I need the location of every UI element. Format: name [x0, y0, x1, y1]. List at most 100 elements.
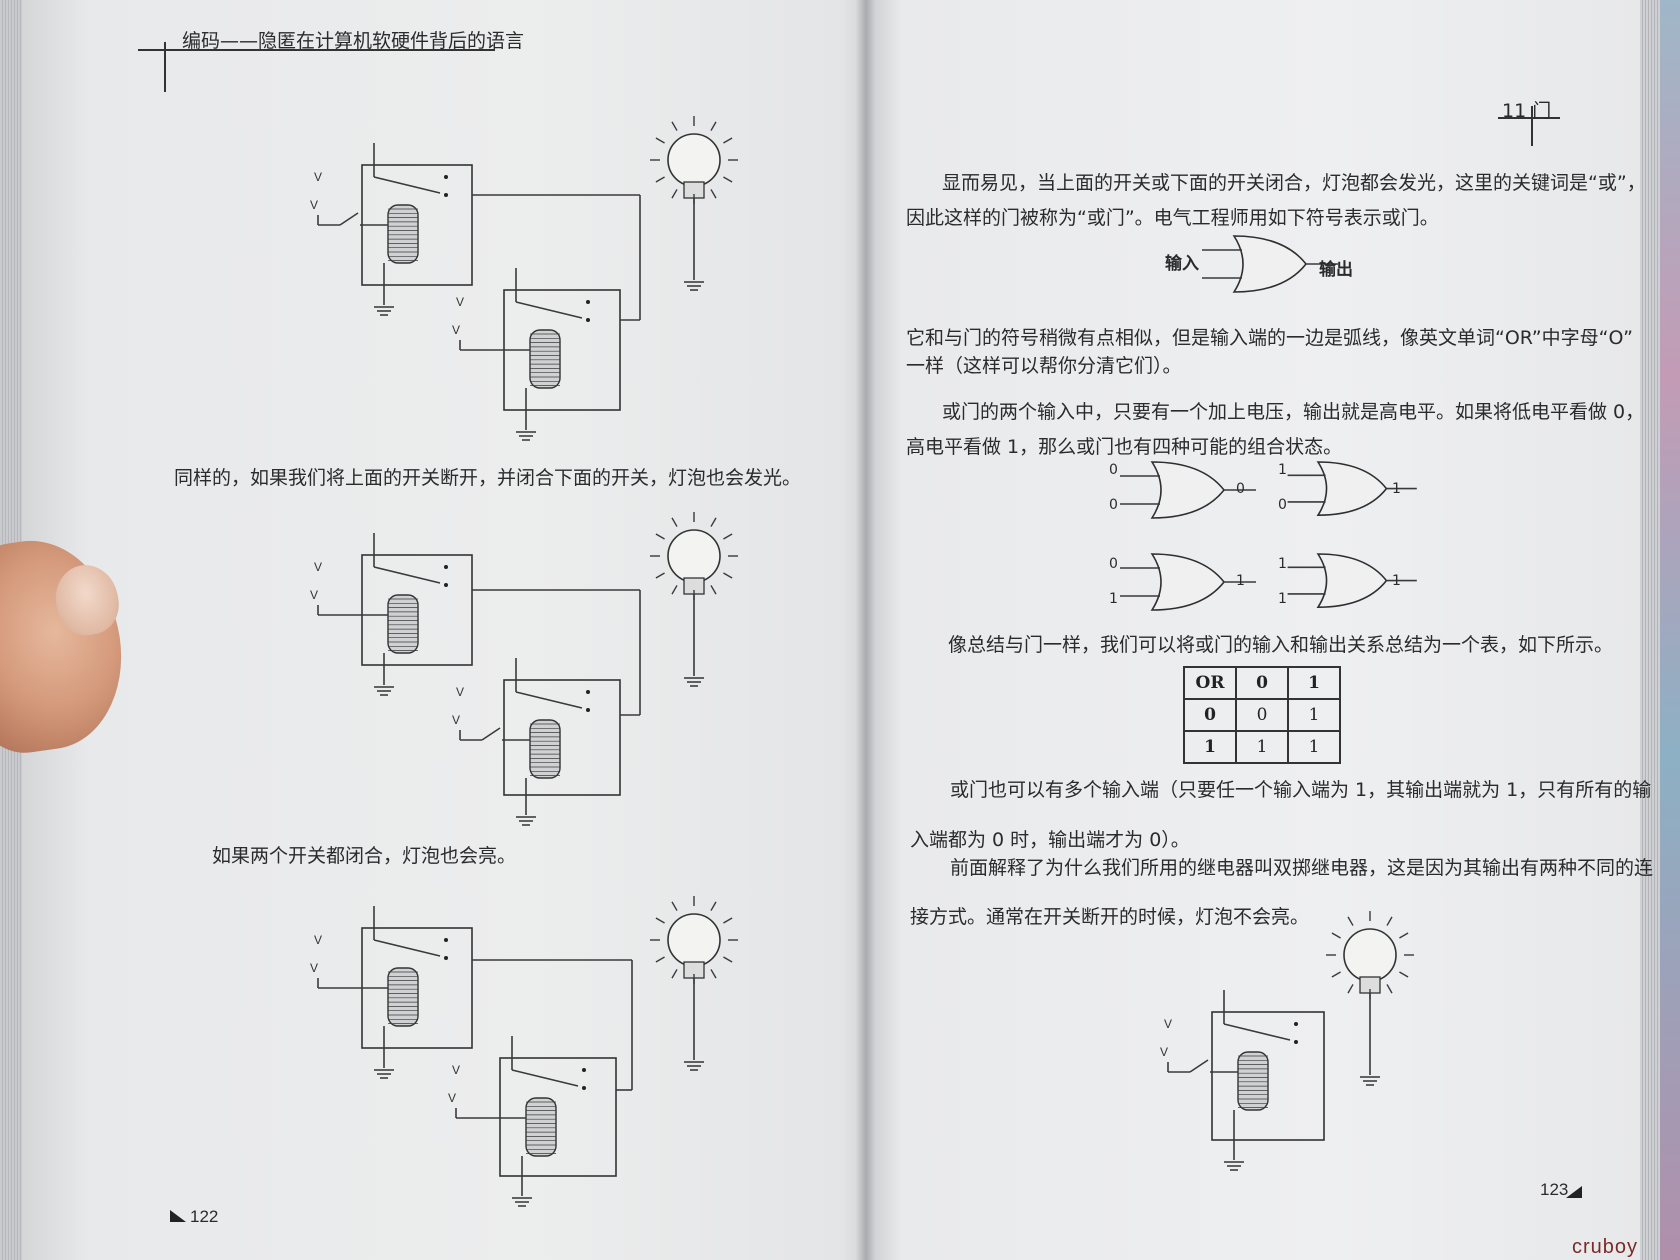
voltage-label: V — [452, 323, 460, 337]
voltage-label: V — [1160, 1045, 1168, 1059]
table-cell: 1 — [1287, 730, 1341, 764]
or-symbol-input-label: 输入 — [1165, 254, 1199, 274]
contact-dot — [582, 1086, 586, 1090]
ground-icon — [512, 1197, 532, 1207]
voltage-label: V — [452, 1063, 460, 1077]
contact-dot — [586, 300, 590, 304]
light-bulb-icon — [1343, 928, 1397, 982]
ground-icon — [684, 281, 704, 291]
para6-line1: 前面解释了为什么我们所用的继电器叫双掷继电器，这是因为其输出有两种不同的连 — [950, 857, 1654, 879]
ground-icon — [1360, 1076, 1380, 1086]
para4: 像总结与门一样，我们可以将或门的输入和输出关系总结为一个表，如下所示。 — [948, 634, 1614, 656]
ground-icon — [516, 431, 536, 441]
para3-line2: 高电平看做 1，那么或门也有四种可能的组合状态。 — [906, 436, 1343, 458]
gate3-output: 1 — [1236, 573, 1245, 589]
right-page-marker — [1566, 1186, 1582, 1198]
gate1-output: 0 — [1236, 481, 1245, 497]
relay-coil — [387, 967, 419, 1027]
table-row: 1 1 1 — [1183, 730, 1341, 764]
ground-icon — [374, 686, 394, 696]
gate3-input2: 1 — [1109, 591, 1118, 607]
or-gate-symbol — [1150, 553, 1226, 611]
relay-box — [361, 554, 473, 666]
or-gate-symbol — [1316, 553, 1388, 609]
voltage-label: V — [310, 588, 318, 602]
contact-dot — [444, 565, 448, 569]
table-row-header: 0 — [1183, 698, 1237, 732]
para1-line2: 因此这样的门被称为“或门”。电气工程师用如下符号表示或门。 — [906, 207, 1439, 229]
ground-icon — [516, 816, 536, 826]
contact-dot — [1294, 1040, 1298, 1044]
table-col-header: 0 — [1235, 666, 1289, 700]
table-header-row: OR 0 1 — [1183, 666, 1341, 700]
contact-dot — [444, 175, 448, 179]
contact-dot — [444, 583, 448, 587]
para5-line1: 或门也可以有多个输入端（只要任一个输入端为 1，其输出端就为 1，只有所有的输 — [950, 779, 1652, 801]
or-gate-symbol — [1150, 461, 1226, 519]
voltage-label: V — [456, 685, 464, 699]
gate4-input1: 1 — [1278, 556, 1287, 572]
relay-coil — [529, 719, 561, 779]
or-symbol-output-label: 输出 — [1319, 260, 1353, 280]
ground-icon — [684, 1061, 704, 1071]
relay-coil — [529, 329, 561, 389]
contact-dot — [586, 690, 590, 694]
contact-dot — [582, 1068, 586, 1072]
contact-dot — [444, 956, 448, 960]
relay-coil — [525, 1097, 557, 1157]
or-gate-symbol — [1316, 461, 1388, 517]
table-cell: 1 — [1287, 698, 1341, 732]
ground-icon — [374, 306, 394, 316]
gate2-input2: 0 — [1278, 497, 1287, 513]
table-cell: 1 — [1235, 730, 1289, 764]
contact-dot — [586, 708, 590, 712]
gate2-output: 1 — [1392, 481, 1401, 497]
relay-coil — [387, 594, 419, 654]
left-page — [22, 0, 874, 1260]
or-gate-symbol — [1232, 235, 1308, 293]
watermark: cruboy — [1572, 1236, 1639, 1258]
or-truth-table: OR 0 1 0 0 1 1 1 1 — [1183, 666, 1341, 764]
left-page-number: 122 — [190, 1207, 219, 1226]
right-page — [862, 0, 1652, 1260]
left-running-head: 编码——隐匿在计算机软硬件背后的语言 — [182, 30, 525, 52]
left-caption-2: 如果两个开关都闭合，灯泡也会亮。 — [212, 845, 517, 867]
voltage-label: V — [1164, 1017, 1172, 1031]
table-corner: OR — [1183, 666, 1237, 700]
voltage-label: V — [456, 295, 464, 309]
contact-dot — [586, 318, 590, 322]
relay-box — [499, 1057, 617, 1177]
contact-dot — [444, 938, 448, 942]
contact-dot — [1294, 1022, 1298, 1026]
table-row: 0 0 1 — [1183, 698, 1341, 732]
gate4-input2: 1 — [1278, 591, 1287, 607]
gate1-input2: 0 — [1109, 497, 1118, 513]
relay-box — [1211, 1011, 1325, 1141]
voltage-label: V — [310, 198, 318, 212]
relay-coil — [387, 204, 419, 264]
gate3-input1: 0 — [1109, 556, 1118, 572]
voltage-label: V — [448, 1091, 456, 1105]
contact-dot — [444, 193, 448, 197]
para2-line2: 一样（这样可以帮你分清它们）。 — [906, 355, 1182, 377]
gate1-input1: 0 — [1109, 462, 1118, 478]
book-gutter — [856, 0, 876, 1260]
light-bulb-icon — [667, 529, 721, 583]
para3-line1: 或门的两个输入中，只要有一个加上电压，输出就是高电平。如果将低电平看做 0， — [942, 401, 1645, 423]
relay-box — [503, 679, 621, 796]
ground-icon — [374, 1069, 394, 1079]
left-caption-1: 同样的，如果我们将上面的开关断开，并闭合下面的开关，灯泡也会发光。 — [174, 467, 802, 489]
light-bulb-icon — [667, 913, 721, 967]
ground-icon — [684, 677, 704, 687]
voltage-label: V — [310, 961, 318, 975]
table-row-header: 1 — [1183, 730, 1237, 764]
voltage-label: V — [452, 713, 460, 727]
background-cloth — [1660, 0, 1680, 1260]
para6-line2: 接方式。通常在开关断开的时候，灯泡不会亮。 — [910, 906, 1310, 928]
voltage-label: V — [314, 560, 322, 574]
gate2-input1: 1 — [1278, 462, 1287, 478]
right-running-head: 11 门 — [1502, 100, 1552, 122]
voltage-label: V — [314, 170, 322, 184]
